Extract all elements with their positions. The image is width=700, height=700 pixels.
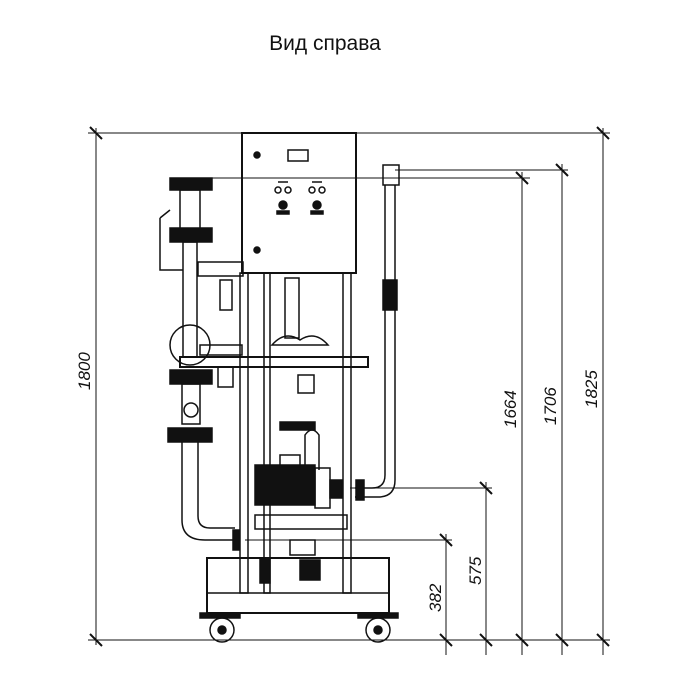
dim-label-1706: 1706 — [541, 387, 560, 425]
control-cabinet — [241, 132, 357, 274]
dim-label-1825: 1825 — [582, 370, 601, 408]
dim-label-1664: 1664 — [501, 390, 520, 428]
dimension-lines — [88, 126, 610, 655]
frame — [179, 272, 390, 614]
dim-label-1800: 1800 — [75, 352, 94, 390]
dim-label-575: 575 — [466, 556, 485, 585]
drawing-title: Вид справа — [269, 32, 381, 55]
left-piping — [159, 177, 244, 551]
casters — [199, 612, 399, 643]
right-pipe — [355, 164, 400, 501]
pump-assembly — [254, 277, 343, 584]
dim-label-382: 382 — [426, 583, 445, 612]
cabinet-switches — [274, 181, 326, 215]
